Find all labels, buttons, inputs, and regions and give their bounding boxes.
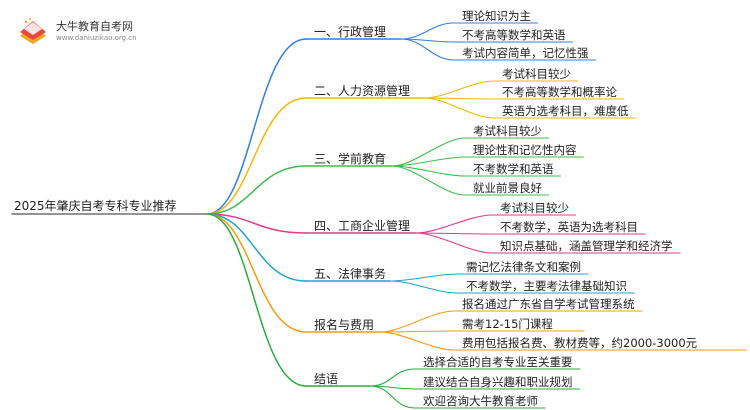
leaf-connector-4-2 — [415, 232, 493, 235]
branch-label-5: 五、法律事务 — [314, 267, 387, 281]
branch-label-1: 一、行政管理 — [314, 25, 387, 39]
site-logo[interactable]: 大牛教育自考网 www.daniuzikao.org.cn — [6, 14, 146, 50]
branch-label-4: 四、工商企业管理 — [314, 219, 411, 233]
branch-connector-6 — [206, 213, 307, 333]
branch-connector-7 — [206, 213, 307, 387]
leaf-connector-6-2 — [379, 330, 455, 333]
leaf-connector-3-2 — [391, 156, 466, 167]
leaf-label-7-1: 选择合适的自考专业至关重要 — [423, 355, 573, 369]
leaf-label-1-1: 理论知识为主 — [462, 9, 531, 23]
leaf-connector-6-3 — [379, 331, 455, 351]
leaf-label-2-3: 英语为选考科目，难度低 — [502, 104, 629, 118]
leaf-connector-3-4 — [391, 165, 466, 196]
book-stack-icon — [20, 18, 46, 44]
branch-connector-1 — [206, 38, 307, 215]
leaf-label-3-1: 考试科目较少 — [473, 124, 542, 138]
leaf-label-1-3: 考试内容简单，记忆性强 — [462, 46, 589, 60]
leaf-label-4-1: 考试科目较少 — [500, 201, 569, 215]
leaf-label-5-1: 需记忆法律条文和案例 — [466, 260, 581, 274]
leaf-connector-1-3 — [400, 38, 455, 61]
leaf-label-6-3: 费用包括报名费、教材费等，约2000-3000元 — [462, 336, 698, 350]
leaf-label-5-2: 不考数学，主要考法律基础知识 — [466, 279, 627, 293]
leaf-label-7-2: 建议结合自身兴趣和职业规划 — [423, 375, 573, 389]
branch-connector-2 — [206, 97, 307, 215]
leaf-connector-5-2 — [389, 280, 459, 294]
leaf-label-2-1: 考试科目较少 — [502, 67, 571, 81]
logo-site-name: 大牛教育自考网 — [56, 20, 133, 33]
leaf-connector-6-1 — [379, 310, 455, 333]
leaf-label-7-3: 欢迎咨询大牛教育老师 — [423, 394, 538, 408]
leaf-connector-2-3 — [423, 97, 495, 119]
logo-site-url: www.daniuzikao.org.cn — [56, 34, 137, 42]
leaf-label-3-2: 理论性和记忆性内容 — [473, 143, 577, 157]
leaf-connector-2-1 — [423, 80, 495, 99]
leaf-label-4-3: 知识点基础，涵盖管理学和经济学 — [500, 239, 673, 253]
mindmap-root-topic: 2025年肇庆自考专科专业推荐 — [14, 199, 177, 213]
branch-connector-4 — [206, 213, 307, 234]
leaf-connector-4-1 — [415, 214, 493, 234]
leaf-connector-7-3 — [369, 385, 416, 409]
branch-label-2: 二、人力资源管理 — [314, 84, 411, 98]
leaf-label-1-2: 不考高等数学和英语 — [462, 28, 566, 42]
branch-label-6: 报名与费用 — [314, 318, 375, 332]
leaf-label-6-1: 报名通过广东省自学考试管理系统 — [462, 297, 635, 311]
leaf-label-4-2: 不考数学，英语为选考科目 — [500, 220, 638, 234]
leaf-label-6-2: 需考12-15门课程 — [462, 317, 553, 331]
branch-connector-3 — [206, 165, 307, 215]
leaf-label-3-3: 不考数学和英语 — [473, 162, 554, 176]
leaf-connector-5-1 — [389, 273, 459, 282]
leaf-connector-1-1 — [400, 22, 455, 40]
leaf-label-3-4: 就业前景良好 — [473, 181, 542, 195]
branch-label-3: 三、学前教育 — [314, 152, 387, 166]
branch-label-7: 结语 — [314, 372, 339, 386]
leaf-label-2-2: 不考高等数学和概率论 — [502, 85, 617, 99]
leaf-connector-4-3 — [415, 232, 493, 254]
branch-connector-5 — [206, 213, 307, 282]
leaf-connector-7-1 — [369, 368, 416, 387]
